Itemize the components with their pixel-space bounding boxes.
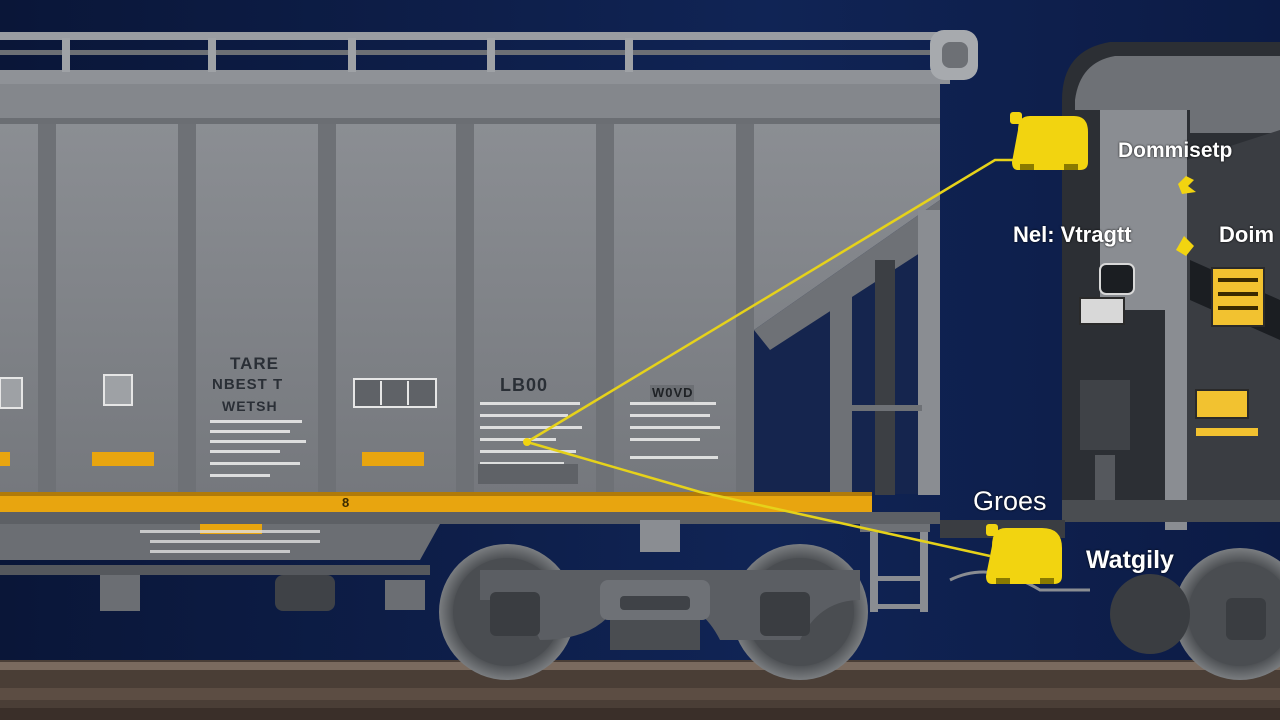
callout-right-edge: Doim (1219, 222, 1274, 247)
stencil-underframe: 8 (342, 495, 351, 510)
second-car (1062, 42, 1280, 680)
window-plate (353, 378, 437, 408)
stencil-tare: TARE (230, 354, 280, 373)
callout-weight: Watgily (1086, 546, 1174, 574)
callout-net-weight: Nel: Vtragtt (1013, 222, 1132, 247)
leader-lines (526, 158, 1015, 558)
sill-stripe (0, 494, 872, 512)
weight-scale-icon (1010, 112, 1088, 170)
truck (439, 544, 868, 680)
stencil-load: LB00 (500, 375, 549, 395)
callout-gross: Groes (973, 486, 1047, 516)
stencil-right: W0VD (652, 385, 694, 400)
marker-icons (1176, 176, 1196, 256)
reflectors (0, 452, 424, 466)
callout-top-right: Dommisetp (1118, 139, 1233, 162)
stencil-tare-line3: WETSH (222, 398, 278, 414)
fine-print (210, 402, 720, 477)
rail (0, 662, 1280, 670)
stencil-tare-line2: NBEST T (212, 376, 284, 393)
weight-scale-icon (986, 524, 1062, 584)
roof-rails (0, 30, 978, 84)
posts (38, 124, 754, 494)
